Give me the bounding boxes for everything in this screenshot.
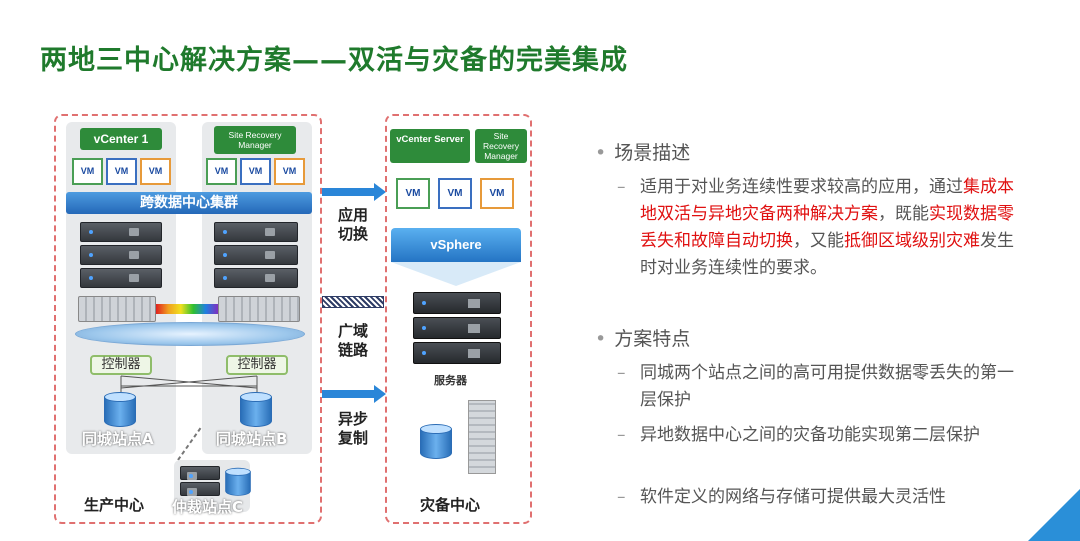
- controller-links: [120, 375, 258, 392]
- features-heading-text: 方案特点: [614, 328, 691, 350]
- server-icon: [413, 317, 501, 339]
- vm-icon: VM: [72, 158, 103, 185]
- scenario-text: 适用于对业务连续性要求较高的应用，通过: [640, 177, 963, 197]
- srm-badge-dr: Site Recovery Manager: [475, 129, 527, 163]
- vm-icon: VM: [274, 158, 305, 185]
- vm-icon: VM: [140, 158, 171, 185]
- feature-text: 异地数据中心之间的灾备功能实现第二层保护: [640, 425, 980, 445]
- storage-array-icon: [218, 296, 300, 322]
- vcenter-1-badge: vCenter 1: [80, 128, 162, 150]
- feature-text: 软件定义的网络与存储可提供最大灵活性: [640, 487, 946, 507]
- feature-item: – 软件定义的网络与存储可提供最大灵活性: [617, 484, 1027, 511]
- vsphere-bar: vSphere: [391, 228, 521, 262]
- vsphere-funnel: [391, 262, 521, 286]
- server-icon: [413, 342, 501, 364]
- page-title: 两地三中心解决方案——双活与灾备的完美集成: [40, 45, 628, 76]
- server-icon: [214, 268, 298, 288]
- replication-link-icon: [156, 304, 218, 314]
- scenario-highlight: 实现数据零丢失和故障自动切换: [640, 204, 1014, 251]
- feature-item: – 异地数据中心之间的灾备功能实现第二层保护: [617, 422, 1027, 449]
- scenario-heading-text: 场景描述: [614, 142, 691, 164]
- vm-icon: VM: [106, 158, 137, 185]
- database-icon: [420, 424, 452, 462]
- site-b-label: 同城站点B: [216, 430, 288, 448]
- async-copy-label: 异步复制: [337, 410, 368, 447]
- vm-icon: VM: [438, 178, 472, 209]
- site-c-label: 仲裁站点C: [172, 498, 244, 516]
- app-switch-label: 应用切换: [337, 206, 368, 243]
- feature-item: – 同城两个站点之间的高可用提供数据零丢失的第一层保护: [617, 360, 1027, 414]
- server-icon: [413, 292, 501, 314]
- server-icon: [214, 222, 298, 242]
- scenario-text: ，又能: [793, 231, 844, 251]
- production-center-label: 生产中心: [84, 496, 145, 514]
- production-center-box: [54, 114, 322, 524]
- scenario-heading: •场景描述: [595, 142, 691, 164]
- cross-dc-cluster-bar: 跨数据中心集群: [66, 192, 312, 214]
- server-icon: [214, 245, 298, 265]
- scenario-text: 发生时对业务连续性的要求。: [640, 231, 1014, 278]
- vm-icon: VM: [206, 158, 237, 185]
- database-icon: [225, 467, 251, 498]
- controller-a: 控制器: [90, 355, 152, 375]
- wan-link-icon: [322, 296, 384, 308]
- shared-storage-plate: [75, 322, 305, 346]
- srm-badge-production: Site Recovery Manager: [214, 126, 296, 154]
- scenario-highlight: 抵御区域级别灾难: [844, 231, 980, 251]
- server-icon: [80, 245, 162, 265]
- server-icon: [80, 222, 162, 242]
- site-a-label: 同城站点A: [82, 430, 154, 448]
- corner-decoration: [1028, 489, 1080, 541]
- vm-icon: VM: [396, 178, 430, 209]
- features-heading: •方案特点: [595, 328, 691, 350]
- storage-array-icon: [78, 296, 156, 322]
- scenario-text: ，既能: [878, 204, 929, 224]
- vcenter-server-badge: vCenter Server: [390, 129, 470, 163]
- server-icon: [80, 268, 162, 288]
- wan-link-label: 广域链路: [337, 322, 368, 359]
- scenario-highlight: 集成本地双活与异地灾备两种解决方案: [640, 177, 1014, 224]
- controller-b: 控制器: [226, 355, 288, 375]
- vm-icon: VM: [240, 158, 271, 185]
- dr-center-box: [385, 114, 532, 524]
- server-icon: [180, 482, 220, 496]
- arbiter-link-icon: [177, 425, 203, 461]
- feature-text: 同城两个站点之间的高可用提供数据零丢失的第一层保护: [640, 363, 1014, 410]
- dr-center-label: 灾备中心: [420, 496, 481, 514]
- database-icon: [240, 392, 272, 430]
- server-label: 服务器: [434, 374, 467, 387]
- database-icon: [104, 392, 136, 430]
- server-icon: [180, 466, 220, 480]
- storage-rack-icon: [468, 400, 496, 474]
- scenario-description: – 适用于对业务连续性要求较高的应用，通过集成本地双活与异地灾备两种解决方案，既…: [617, 177, 1014, 278]
- vm-icon: VM: [480, 178, 514, 209]
